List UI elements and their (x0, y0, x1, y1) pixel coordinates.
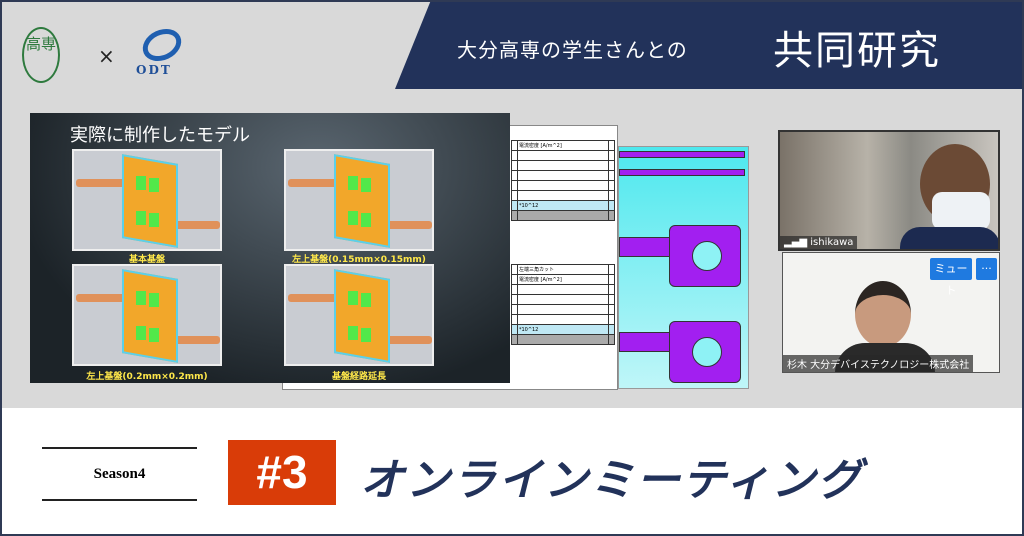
model-image (284, 149, 434, 251)
banner-title: 共同研究 (773, 28, 941, 74)
data-table: 左端三角カット 電流密度 [A/m^2] *10^12 (511, 264, 615, 345)
signal-icon: ▂▄▆ (784, 237, 811, 248)
simulation-view (618, 146, 749, 389)
season-label: Season4 (42, 447, 197, 501)
model-image (72, 149, 222, 251)
model-image (72, 264, 222, 366)
data-table: 電流密度 [A/m^2] *10^12 (511, 140, 615, 221)
participant-name: ▂▄▆ ishikawa (780, 236, 858, 249)
participant-name: 杉木 大分デバイステクノロジー株式会社 (783, 355, 974, 372)
slide-title: 実際に制作したモデル (70, 125, 250, 146)
caption: 左上基盤(0.15mm×0.15mm) (292, 255, 426, 265)
video-tile-ishikawa[interactable]: ▂▄▆ ishikawa (778, 130, 1000, 251)
hero-area: 高専 × ODT 大分高専の学生さんとの 共同研究 電流密度 [A/m^2] *… (0, 0, 1024, 408)
banner-subtitle: 大分高専の学生さんとの (457, 38, 688, 62)
caption: 基本基盤 (128, 255, 165, 265)
mute-button[interactable]: ミュート (930, 258, 972, 297)
video-tile-sugiki[interactable]: ミュート ··· 杉木 大分デバイステクノロジー株式会社 (782, 252, 1000, 373)
episode-badge: #3 (228, 440, 336, 505)
caption: 左上基盤(0.2mm×0.2mm) (86, 372, 208, 382)
title-banner: 大分高専の学生さんとの 共同研究 (395, 0, 1024, 89)
model-image (284, 264, 434, 366)
more-options-button[interactable]: ··· (976, 258, 997, 280)
presentation-slide: 実際に制作したモデル 基本基盤 左上基盤(0.15mm×0.15mm) 左上基盤… (30, 113, 510, 383)
episode-title: オンラインミーティング (360, 455, 864, 506)
participant-image (855, 281, 911, 347)
odt-logo: ODT (130, 22, 192, 82)
caption: 基盤経路延長 (331, 372, 386, 382)
kosen-logo: 高専 (22, 27, 60, 83)
times-sign: × (98, 44, 115, 68)
